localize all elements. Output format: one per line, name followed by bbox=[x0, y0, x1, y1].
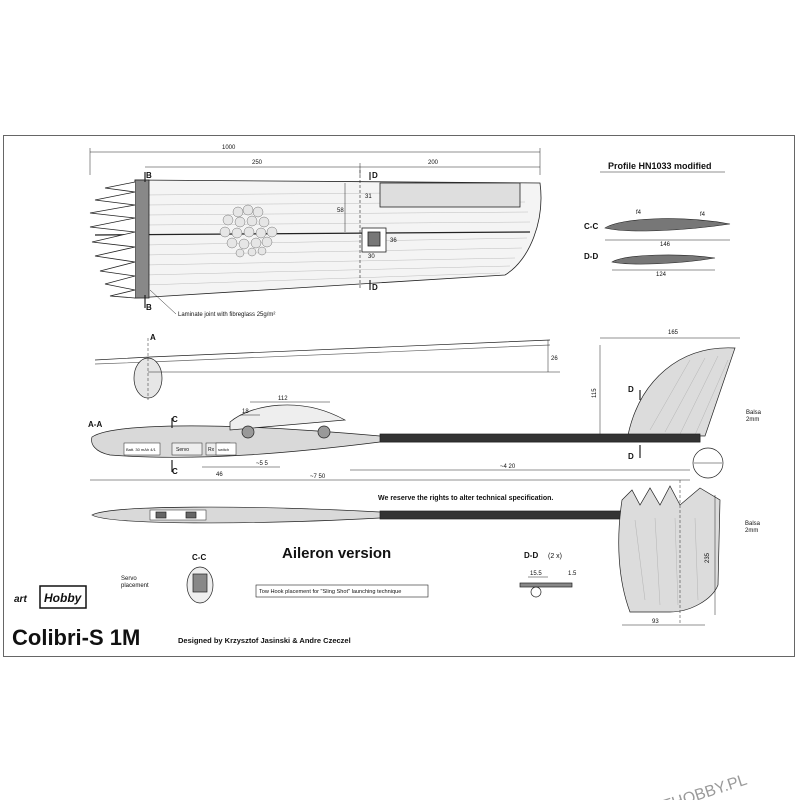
brand-art: art bbox=[14, 594, 27, 605]
brand-hobby: Hobby bbox=[44, 591, 83, 605]
profile-dd-label: D-D bbox=[584, 252, 598, 261]
servo-section-cc-label: C-C bbox=[192, 553, 206, 562]
section-b-bottom: B bbox=[146, 303, 152, 312]
dim-124: 124 bbox=[656, 272, 667, 278]
notice-text: We reserve the rights to alter technical… bbox=[378, 495, 553, 502]
section-aa-label: A-A bbox=[88, 420, 102, 429]
dim-1000: 1000 bbox=[222, 145, 236, 151]
dim-200: 200 bbox=[428, 160, 439, 166]
watermark: ARTHOBBY.PL bbox=[640, 772, 750, 800]
dim-18: 18 bbox=[242, 409, 249, 415]
dim-165: 165 bbox=[668, 330, 679, 336]
fuselage-section-c-bottom: C bbox=[172, 467, 178, 476]
dim-46: 46 bbox=[216, 472, 223, 478]
designers-credit: Designed by Krzysztof Jasinski & Andre C… bbox=[178, 636, 351, 645]
wing-plan bbox=[89, 148, 542, 315]
dim-115: 115 bbox=[592, 388, 598, 398]
dim-31: 31 bbox=[365, 194, 372, 200]
dim-30: 30 bbox=[368, 254, 375, 260]
tow-hook-note-box bbox=[255, 584, 429, 598]
model-name: Colibri-S 1M bbox=[12, 625, 140, 650]
dim-93: 93 bbox=[652, 619, 659, 625]
section-b-top: B bbox=[146, 171, 152, 180]
fuselage-top bbox=[91, 506, 681, 524]
dim-146: 146 bbox=[660, 242, 671, 248]
laminate-note: Laminate joint with fibreglass 25g/m² bbox=[178, 312, 275, 318]
part-battery: Batt. 30 mAh 4/1 bbox=[126, 447, 157, 452]
dim-f4b: f4 bbox=[700, 212, 706, 218]
part-switch: switch bbox=[218, 447, 229, 452]
tow-hook-note: Tow Hook placement for "Sling Shot" laun… bbox=[259, 589, 401, 595]
dim-15b: 1.5 bbox=[568, 571, 577, 577]
part-servo: Servo bbox=[176, 447, 189, 453]
dim-58: 58 bbox=[337, 208, 344, 214]
fuselage-side bbox=[90, 401, 701, 481]
dd-detail-label: D-D bbox=[524, 551, 538, 560]
dim-36: 36 bbox=[390, 238, 397, 244]
fin-section-d-bottom: D bbox=[628, 452, 634, 461]
servo-section-cc bbox=[186, 566, 214, 604]
section-d-top: D bbox=[372, 171, 378, 180]
aileron-version-title: Aileron version bbox=[282, 545, 391, 562]
section-d-bottom: D bbox=[372, 283, 378, 292]
dim-26: 26 bbox=[551, 356, 558, 362]
dim-250: 250 bbox=[252, 160, 263, 166]
dim-f4a: f4 bbox=[636, 210, 642, 216]
tailplane bbox=[618, 480, 721, 626]
profile-cc-label: C-C bbox=[584, 222, 598, 231]
wing-dimensions: 1000 250 200 58 31 30 36 B B D D Laminat… bbox=[146, 145, 439, 318]
dim-420: ~4 20 bbox=[500, 464, 516, 470]
dim-750: ~7 50 bbox=[310, 474, 326, 480]
dim-235: 235 bbox=[705, 552, 711, 563]
dd-detail-qty: (2 x) bbox=[548, 553, 562, 560]
profiles: Profile HN1033 modified C-C 146 f4 f4 D-… bbox=[584, 161, 731, 278]
wing-side-view bbox=[94, 338, 560, 400]
dim-15a: 15.5 bbox=[530, 571, 542, 577]
fin-view bbox=[599, 337, 740, 458]
brand-logo bbox=[39, 585, 87, 609]
profile-title: Profile HN1033 modified bbox=[608, 161, 712, 171]
fin-section-d-top: D bbox=[628, 385, 634, 394]
section-a-label: A bbox=[150, 333, 156, 342]
dd-detail bbox=[519, 576, 573, 598]
fuselage-section-c-top: C bbox=[172, 415, 178, 424]
part-rx: Rx bbox=[208, 447, 215, 453]
dim-55: ~5 5 bbox=[256, 461, 269, 467]
dim-112: 112 bbox=[278, 396, 288, 402]
